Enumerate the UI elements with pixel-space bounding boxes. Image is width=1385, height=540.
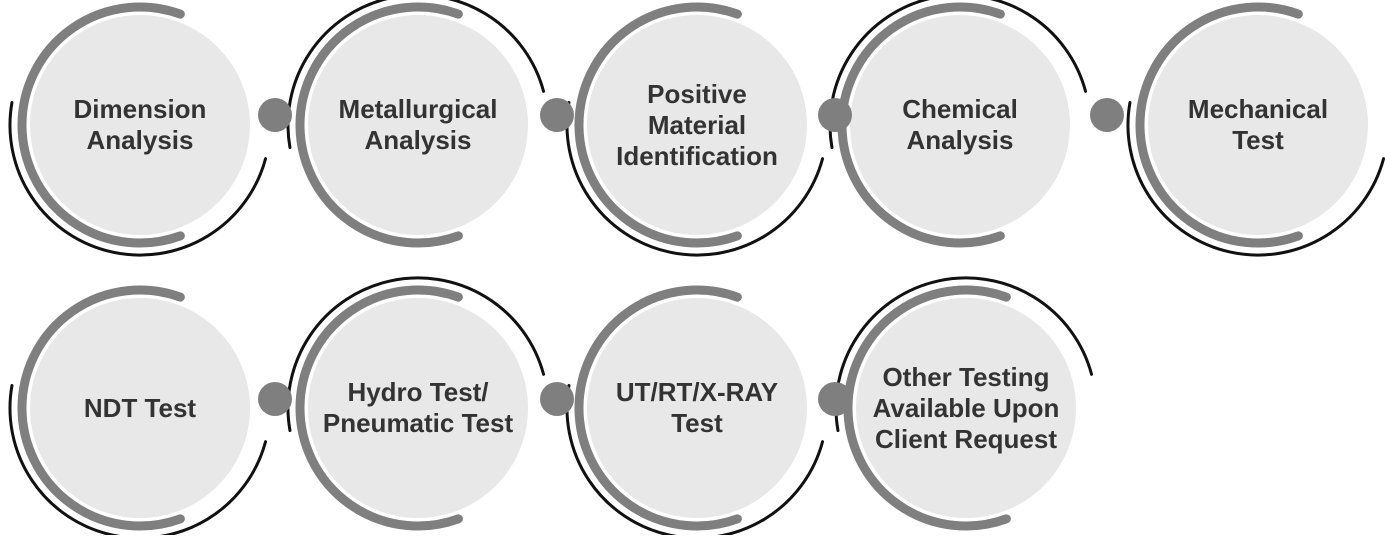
connector-dot	[540, 382, 574, 416]
accent-arc-black	[565, 100, 825, 257]
step-circle	[856, 298, 1076, 518]
step-node	[8, 285, 268, 540]
step-node	[565, 285, 825, 540]
accent-arc-gray	[295, 2, 463, 248]
step-circle	[308, 15, 528, 235]
accent-arc-black	[286, 276, 546, 433]
connector-dot	[258, 382, 292, 416]
step-circle	[1148, 15, 1368, 235]
accent-arc-black	[834, 276, 1094, 433]
step-circle	[587, 15, 807, 235]
accent-arc-gray	[17, 285, 185, 531]
step-circle	[587, 298, 807, 518]
step-node	[286, 0, 546, 248]
step-circle	[30, 298, 250, 518]
step-circle	[308, 298, 528, 518]
accent-arc-gray	[295, 285, 463, 531]
step-node	[8, 2, 268, 257]
accent-arc-gray	[1135, 2, 1303, 248]
connector-dot	[818, 98, 852, 132]
step-circle	[30, 15, 250, 235]
connector-dot	[818, 382, 852, 416]
accent-arc-gray	[574, 285, 742, 531]
accent-arc-black	[1126, 100, 1385, 257]
accent-arc-gray	[574, 2, 742, 248]
step-node	[1126, 2, 1385, 257]
step-node	[565, 2, 825, 257]
connector-dot	[540, 98, 574, 132]
connector-dot	[258, 98, 292, 132]
step-circle	[850, 15, 1070, 235]
accent-arc-black	[286, 0, 546, 150]
accent-arc-black	[8, 100, 268, 257]
accent-arc-black	[828, 0, 1088, 150]
step-node	[828, 0, 1088, 248]
step-node	[834, 276, 1094, 531]
connector-dot	[1090, 98, 1124, 132]
accent-arc-gray	[17, 2, 185, 248]
step-node	[286, 276, 546, 531]
